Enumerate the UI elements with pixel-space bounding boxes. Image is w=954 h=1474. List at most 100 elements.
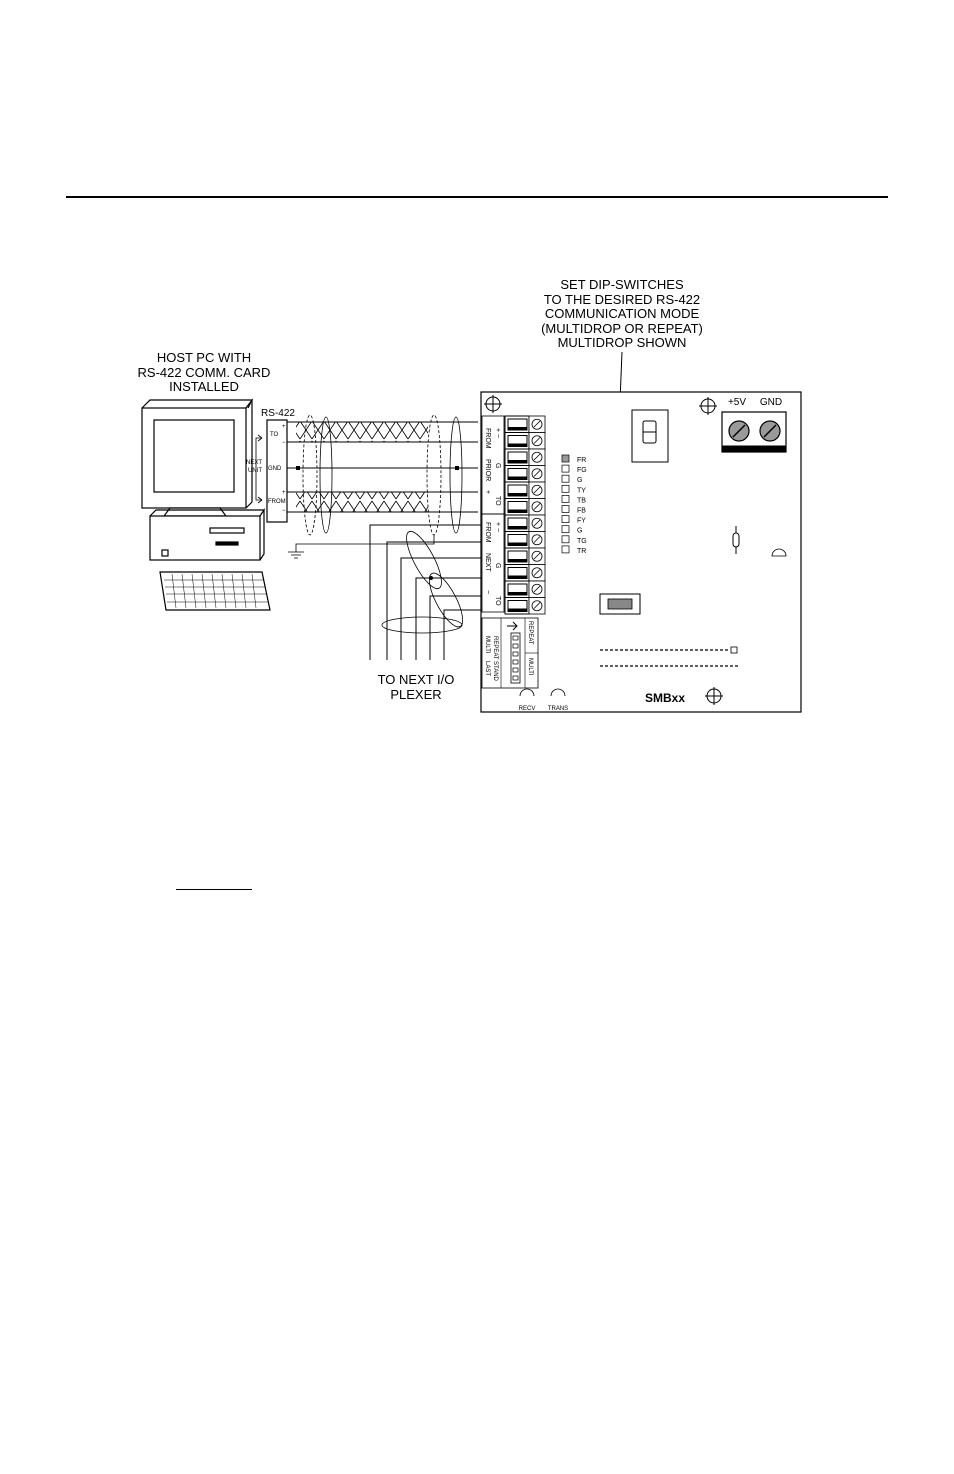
callout-line-2: TO THE DESIRED RS-422: [544, 292, 700, 307]
terminal-position: [504, 465, 546, 483]
next-to-label: TO: [494, 596, 501, 606]
plus5v-label: +5V: [728, 397, 746, 408]
board-traces: [600, 646, 738, 667]
status-led: [561, 515, 570, 523]
host-pin-to: TO: [270, 432, 279, 438]
svg-text:+ −: + −: [494, 428, 501, 438]
prior-from-label: FROM: [484, 428, 491, 449]
svg-text:+ −: + −: [494, 522, 501, 532]
svg-text:+: +: [484, 490, 491, 494]
led-label: TB: [577, 497, 586, 504]
rs422-label: RS-422: [261, 408, 295, 419]
next-g-label: G: [494, 563, 501, 568]
next-label: NEXT: [484, 553, 491, 572]
terminal-position: [504, 448, 546, 466]
terminal-position: [504, 564, 546, 582]
terminal-position: [504, 415, 546, 433]
led-label: FR: [577, 457, 586, 464]
next-plexer-line-2: PLEXER: [390, 687, 441, 702]
host-line-1: HOST PC WITH: [157, 350, 251, 365]
dip-stand-label: STAND: [492, 661, 498, 682]
trans-led: TRANS: [548, 688, 568, 712]
dip-switch-lever: [512, 643, 519, 649]
callout-line-4: (MULTIDROP OR REPEAT): [541, 321, 703, 336]
terminal-position: [504, 531, 546, 549]
dip-switch-lever: [512, 667, 519, 673]
terminal-position: [504, 481, 546, 499]
led-label: G: [577, 528, 582, 535]
rs422-wiring-diagram: SET DIP-SWITCHES TO THE DESIRED RS-422 C…: [138, 277, 802, 713]
status-led: [561, 495, 570, 503]
dip-switch-lever: [512, 659, 519, 665]
terminal-strip: [504, 415, 546, 615]
status-led: [561, 454, 570, 463]
terminal-position: [504, 514, 546, 532]
board-name-label: SMBxx: [645, 691, 685, 705]
callout-line-3: COMMUNICATION MODE: [545, 306, 700, 321]
terminal-block-labels: FROM + − PRIOR G + TO FROM + − NEXT G − …: [484, 428, 501, 606]
status-led: [561, 505, 570, 513]
host-line-3: INSTALLED: [169, 379, 239, 394]
host-pin-from-plus: +: [282, 490, 286, 496]
next-from-label: FROM: [484, 522, 491, 543]
rs422-connector: [266, 419, 288, 523]
status-led: [561, 525, 570, 534]
status-led: [561, 474, 570, 483]
dip-switch-callout: SET DIP-SWITCHES TO THE DESIRED RS-422 C…: [541, 277, 703, 350]
recv-led: RECV: [519, 688, 536, 712]
recv-label: RECV: [519, 706, 536, 712]
led-label: FY: [577, 518, 586, 525]
twisted-pair-from: [287, 491, 478, 513]
top-rule: [66, 196, 888, 198]
dip-multi-label-1: MULTI: [484, 636, 490, 654]
led-label: G: [577, 477, 582, 484]
dip-repeat-label-2: REPEAT: [527, 621, 533, 645]
earth-ground: [288, 535, 435, 559]
led-label: TG: [577, 538, 587, 545]
status-led: [561, 484, 570, 493]
callout-line-1: SET DIP-SWITCHES: [560, 277, 684, 292]
terminal-position: [504, 580, 546, 598]
dip-switch-lever: [512, 635, 519, 641]
status-led: [561, 535, 570, 544]
dip-last-label: LAST: [484, 661, 490, 676]
power-terminal-block: [721, 411, 787, 453]
twisted-pair-to: [287, 421, 478, 443]
led-label: TR: [577, 548, 586, 555]
prior-to-label: TO: [494, 496, 501, 506]
ground-wire: [287, 466, 478, 470]
next-unit-label-1: NEXT: [246, 460, 262, 466]
svg-text:−: −: [484, 590, 491, 594]
host-pin-from: FROM: [268, 499, 286, 505]
computer-icon: [141, 398, 271, 611]
fuse-icon: [732, 526, 740, 554]
prior-label: PRIOR: [484, 459, 491, 481]
dip-switch-block: MULTI LAST REPEAT STAND REPEAT MULTI: [481, 617, 539, 689]
dip-multi-label-2: MULTI: [527, 658, 533, 676]
prior-g-label: G: [494, 463, 501, 468]
led-label: FG: [577, 467, 587, 474]
trans-label: TRANS: [548, 706, 568, 712]
next-unit-label-2: UNIT: [248, 468, 262, 474]
host-pin-to-plus: +: [282, 424, 286, 430]
terminal-position: [504, 597, 546, 615]
dip-repeat-label-1: REPEAT: [492, 636, 498, 660]
seven-segment-display: [631, 409, 669, 463]
callout-line-5: MULTIDROP SHOWN: [558, 335, 687, 350]
indicator-led-icon: [771, 548, 787, 557]
next-plexer-line-1: TO NEXT I/O: [378, 672, 455, 687]
led-label: TY: [577, 487, 586, 494]
dip-switch-lever: [512, 675, 519, 681]
reset-button: [599, 593, 641, 615]
led-label: FB: [577, 508, 586, 515]
host-pin-gnd: GND: [268, 466, 282, 472]
status-led: [561, 464, 570, 473]
gnd-label: GND: [760, 397, 782, 408]
led-status-column: FR FG G TY TB FB FY G TG TR: [561, 454, 587, 555]
terminal-position: [504, 498, 546, 516]
host-pin-to-minus: −: [282, 440, 286, 446]
terminal-position: [504, 547, 546, 565]
section-underline: [176, 889, 252, 890]
terminal-position: [504, 432, 546, 450]
mounting-hole-icon: [484, 395, 723, 705]
